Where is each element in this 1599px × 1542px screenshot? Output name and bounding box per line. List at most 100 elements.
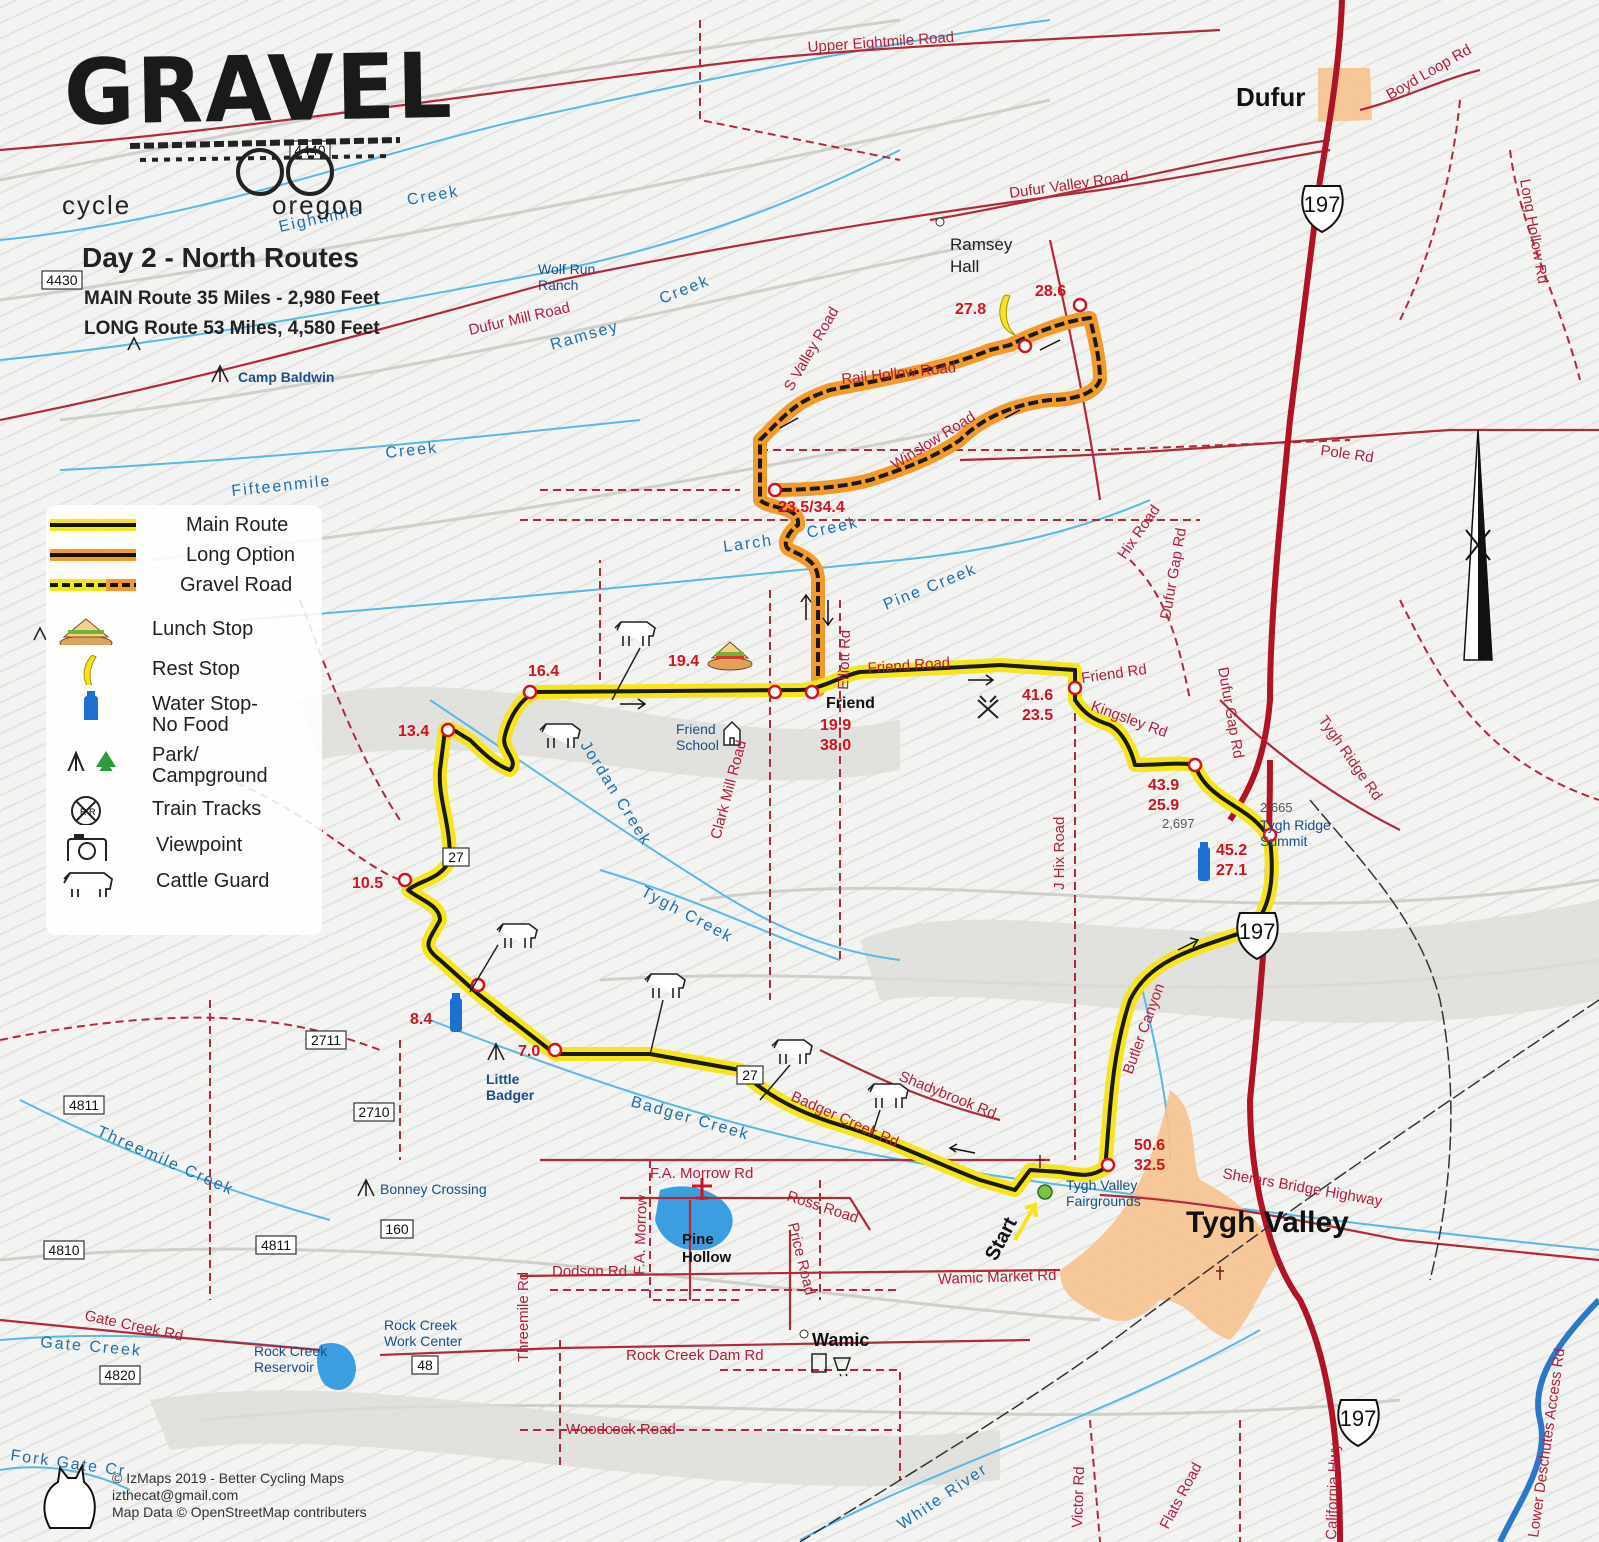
- place-label-rock-creek-res: Rock Creek: [254, 1343, 328, 1359]
- amenity-icons: [811, 1353, 852, 1377]
- shield-4811-b: 4811: [261, 1237, 291, 1253]
- terrain-shadows: [150, 686, 1599, 1487]
- shield-4811-a: 4811: [69, 1097, 99, 1113]
- cattle-icon: [644, 973, 686, 998]
- legend-row-long-option: Long Option: [46, 541, 322, 571]
- road-label-threemile: Threemile Rd: [515, 1272, 532, 1362]
- shield-27-a: 27: [448, 849, 464, 865]
- campground-icon-legend: [67, 750, 116, 771]
- place-label-summit: Summit: [1260, 833, 1308, 849]
- cattle-icon: [771, 1039, 813, 1064]
- shield-48: 48: [417, 1357, 433, 1373]
- place-label-school: School: [676, 737, 719, 753]
- map-title-block: GRAVEL cycle oregon Day 2 - North Routes…: [60, 34, 454, 350]
- start-dot: [1037, 1184, 1053, 1200]
- legend-row-water: Water Stop- No Food: [46, 690, 322, 740]
- railroad-tracks: [1309, 799, 1452, 1281]
- legend-main-route: Main Route: [186, 514, 289, 536]
- shield-4430: 4430: [46, 272, 77, 288]
- legend-train-tracks: Train Tracks: [152, 798, 262, 820]
- mile-10-5: 10.5: [352, 875, 383, 892]
- place-label-badger: Badger: [486, 1087, 535, 1103]
- legend-park: Park/: [152, 744, 199, 766]
- water-stop-icon-legend: [84, 691, 98, 720]
- longPath-line: [758, 316, 1102, 690]
- ramsey-hall-dot: [935, 217, 945, 227]
- place-label-little: Little: [486, 1071, 520, 1087]
- mile-23-5: 23.5: [1022, 707, 1053, 724]
- mile-7-0: 7.0: [518, 1043, 540, 1060]
- cattle-icon: [496, 923, 538, 948]
- mile-19-9: 19.9: [820, 717, 851, 734]
- place-label-hall: Hall: [950, 257, 979, 276]
- mile-marker-dots: [397, 297, 1278, 1173]
- legend-campground: Campground: [152, 765, 268, 787]
- cattle-guard-icons: [496, 621, 909, 1108]
- road-label-woodcock: Woodcock Road: [566, 1421, 676, 1438]
- place-label-ramsey: Ramsey: [950, 235, 1013, 254]
- shield-4810: 4810: [48, 1242, 79, 1258]
- mine-icon: [977, 695, 999, 719]
- legend-row-gravel-road: Gravel Road: [46, 571, 322, 601]
- creek-label-fifteenmile-creek: Creek: [385, 440, 439, 462]
- mile-32-5: 32.5: [1134, 1157, 1165, 1174]
- mile-25-9: 25.9: [1148, 797, 1179, 814]
- deschutes-river: [1497, 1297, 1599, 1542]
- water-stop-icon-2: [1198, 842, 1210, 881]
- brand-cycle: cycle: [62, 190, 132, 220]
- mile-13-4: 13.4: [398, 723, 429, 740]
- mile-23-5-34-4: 23.5/34.4: [778, 499, 845, 516]
- mile-50-6: 50.6: [1134, 1137, 1165, 1154]
- place-label-wamic: Wamic: [812, 1330, 869, 1350]
- shield-160: 160: [385, 1221, 409, 1237]
- north-arrow-icon: [1463, 429, 1493, 661]
- forest-roads: [0, 20, 1599, 1542]
- elevation-2697: 2,697: [1162, 816, 1195, 831]
- road-label-california-hwy: California Hwy: [1323, 1442, 1343, 1540]
- legend-long-option: Long Option: [186, 544, 295, 566]
- legend-water-stop-no-food: No Food: [152, 714, 229, 736]
- road-label-wamic-market: Wamic Market Rd: [938, 1267, 1057, 1288]
- mile-19-4: 19.4: [668, 653, 699, 670]
- place-label-friend: Friend: [826, 695, 875, 712]
- water-stop-icon: [450, 993, 462, 1032]
- legend-row-lunch: Lunch Stop: [46, 615, 322, 645]
- long-route-summary: LONG Route 53 Miles, 4,580 Feet: [84, 318, 380, 339]
- rest-stop-icon-legend: [83, 655, 97, 685]
- road-label-fa-morrow: F.A. Morrow: [631, 1194, 651, 1275]
- town-label-dufur: Dufur: [1236, 82, 1305, 112]
- credits-izmaps: © IzMaps 2019 - Better Cycling Maps: [112, 1470, 345, 1486]
- day-title: Day 2 - North Routes: [82, 242, 359, 273]
- place-label-fairgrounds: Fairgrounds: [1066, 1193, 1141, 1209]
- cycle-oregon-brand: cycle oregon: [62, 190, 363, 221]
- cat-logo-icon: [43, 1462, 96, 1529]
- place-label-rock-creek-work: Rock Creek: [384, 1317, 458, 1333]
- legend-viewpoint: Viewpoint: [156, 834, 243, 856]
- route-shields: [41, 140, 764, 1385]
- rest-stop-icon: [999, 294, 1016, 336]
- mile-8-4: 8.4: [410, 1011, 432, 1028]
- place-label-pine: Pine: [682, 1231, 714, 1248]
- place-label-hollow: Hollow: [682, 1249, 731, 1266]
- legend-row-train: R R Train Tracks: [46, 795, 322, 825]
- legend-lunch-stop: Lunch Stop: [152, 618, 254, 640]
- elevation-2665: 2,665: [1260, 800, 1293, 815]
- pine-hollow-lake: [655, 1186, 733, 1251]
- legend-row-main-route: Main Route: [46, 511, 322, 541]
- creek-label-larch: Larch: [722, 532, 774, 556]
- road-label-victor: Victor Rd: [1069, 1466, 1088, 1528]
- us-197-shield-c: 197: [1340, 1406, 1377, 1431]
- mile-27-1: 27.1: [1216, 862, 1247, 879]
- legend-water-stop: Water Stop-: [152, 693, 258, 715]
- airport-icon: [692, 1178, 712, 1200]
- tygh-valley-area: [1060, 1090, 1280, 1340]
- road-label-j-hix: J Hix Road: [1051, 817, 1068, 890]
- school-icon: [723, 720, 741, 746]
- route-arrows: [494, 339, 1200, 1154]
- us-highway-shields: [1236, 185, 1380, 1448]
- long-option-route: [753, 311, 1107, 697]
- map-legend: Main Route Long Option Gravel Road Lunch…: [46, 505, 322, 935]
- legend-row-park: Park/ Campground: [46, 741, 322, 791]
- legend-row-viewpoint: Viewpoint: [46, 831, 322, 861]
